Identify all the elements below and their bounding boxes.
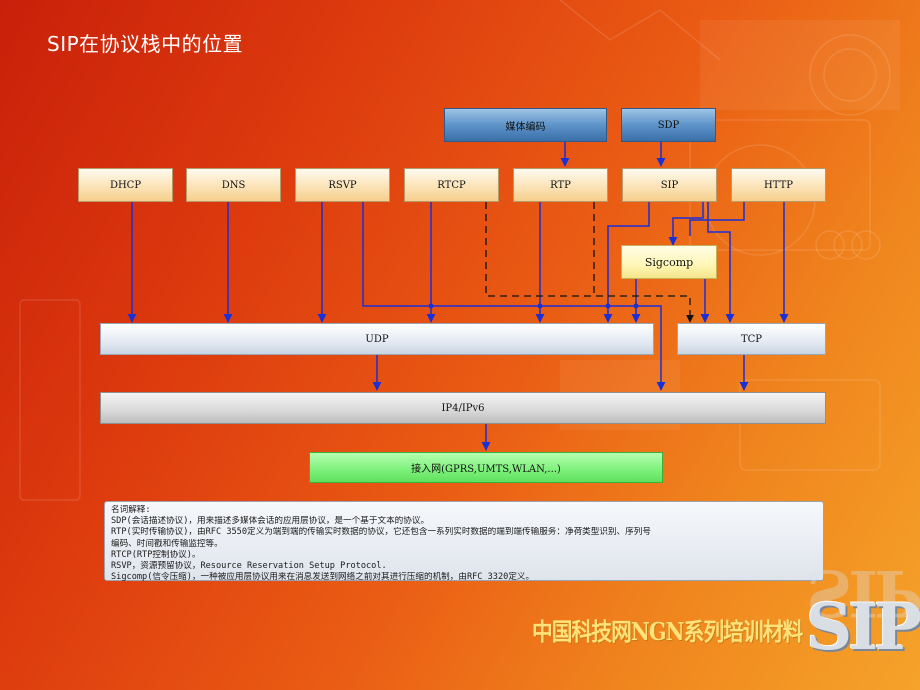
notes-line: RTCP(RTP控制协议)。	[111, 549, 201, 560]
sip-logo: SIP	[806, 590, 920, 665]
notes-line: RTP(实时传输协议)，由RFC 3550定义为端到端的传输实时数据的协议，它还…	[111, 527, 651, 538]
notes-line: 名词解释:	[111, 505, 151, 515]
protocol-box-rsvp: RSVP	[295, 168, 390, 202]
sdp-box: SDP	[621, 108, 716, 142]
glossary-notes: 名词解释: SDP(会话描述协议)，用来描述多媒体会话的应用层协议，是一个基于文…	[104, 501, 824, 583]
protocol-box-dns: DNS	[186, 168, 281, 202]
protocol-box-sip: SIP	[622, 168, 717, 202]
ip-layer: IP4/IPv6	[100, 392, 826, 424]
sigcomp-box: Sigcomp	[621, 245, 717, 279]
notes-line: RSVP，资源预留协议，Resource Reservation Setup P…	[111, 561, 387, 572]
notes-line: 编码、时间戳和传输监控等。	[111, 538, 223, 549]
sip-logo-reflection: SIP	[806, 555, 919, 630]
protocol-box-dhcp: DHCP	[78, 168, 173, 202]
notes-line: Sigcomp(信令压缩)，一种被应用层协议用来在消息发送到网络之前对其进行压缩…	[111, 572, 535, 583]
protocol-box-rtcp: RTCP	[404, 168, 499, 202]
protocol-box-rtp: RTP	[513, 168, 608, 202]
media-codec-box: 媒体编码	[444, 108, 607, 142]
access-network-box: 接入网(GPRS,UMTS,WLAN,...)	[309, 452, 663, 483]
protocol-box-http: HTTP	[731, 168, 826, 202]
footer-title: 中国科技网NGN系列培训材料	[532, 617, 803, 646]
tcp-layer: TCP	[677, 323, 826, 355]
slide-title: SIP在协议栈中的位置	[47, 32, 244, 56]
udp-layer: UDP	[100, 323, 654, 355]
notes-line: SDP(会话描述协议)，用来描述多媒体会话的应用层协议，是一个基于文本的协议。	[111, 516, 430, 527]
